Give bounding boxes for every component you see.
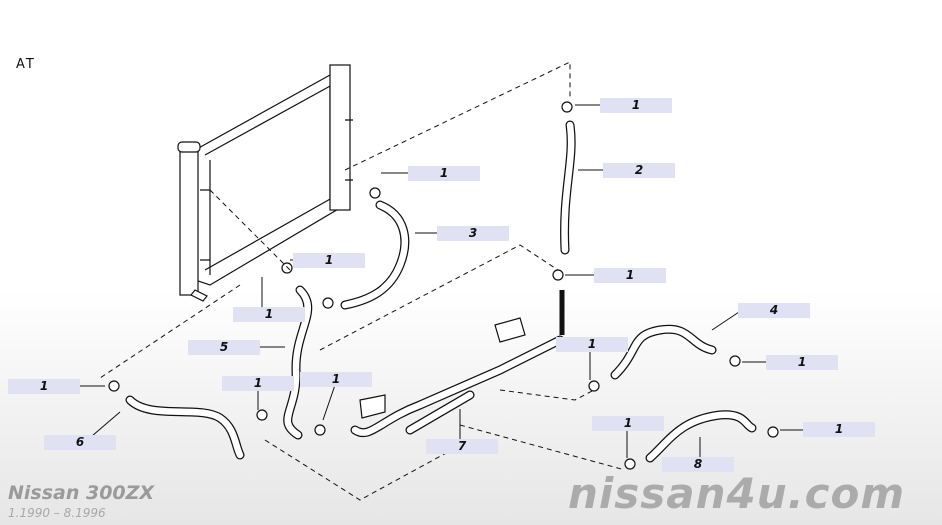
callout-8-hose[interactable]: 8 <box>662 457 734 472</box>
callout-1-clamp[interactable]: 1 <box>8 379 80 394</box>
callout-1-clamp[interactable]: 1 <box>233 307 305 322</box>
callout-3-hose[interactable]: 3 <box>437 226 509 241</box>
callout-2-hose[interactable]: 2 <box>603 163 675 178</box>
callout-1-clamp[interactable]: 1 <box>293 253 365 268</box>
callout-1-clamp[interactable]: 1 <box>594 268 666 283</box>
radiator <box>177 64 353 302</box>
callout-1-clamp[interactable]: 1 <box>766 355 838 370</box>
callout-1-clamp[interactable]: 1 <box>600 98 672 113</box>
site-watermark: nissan4u.com <box>568 469 906 518</box>
callout-6-hose[interactable]: 6 <box>44 435 116 450</box>
transmission-variant-label: AT <box>16 57 36 72</box>
callout-4-hose[interactable]: 4 <box>738 303 810 318</box>
callout-1-clamp[interactable]: 1 <box>556 337 628 352</box>
production-range: 1.1990 – 8.1996 <box>8 506 106 520</box>
callout-5-hose[interactable]: 5 <box>188 340 260 355</box>
callout-1-clamp[interactable]: 1 <box>592 416 664 431</box>
model-name: Nissan 300ZX <box>8 482 155 504</box>
callout-1-clamp[interactable]: 1 <box>408 166 480 181</box>
callout-7-pipe[interactable]: 7 <box>426 439 498 454</box>
callout-1-clamp[interactable]: 1 <box>222 376 294 391</box>
callout-1-clamp[interactable]: 1 <box>300 372 372 387</box>
callout-1-clamp[interactable]: 1 <box>803 422 875 437</box>
